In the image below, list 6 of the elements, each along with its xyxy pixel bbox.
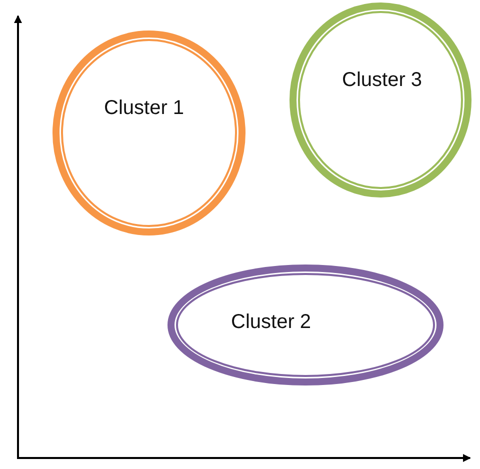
cluster-label: Cluster 2 bbox=[231, 310, 312, 335]
cluster-label: Cluster 1 bbox=[104, 96, 186, 121]
cluster-ellipse bbox=[289, 2, 472, 198]
cluster-ellipse bbox=[52, 30, 246, 236]
cluster-label: Cluster 3 bbox=[342, 68, 424, 93]
cluster-ellipse bbox=[167, 264, 444, 386]
